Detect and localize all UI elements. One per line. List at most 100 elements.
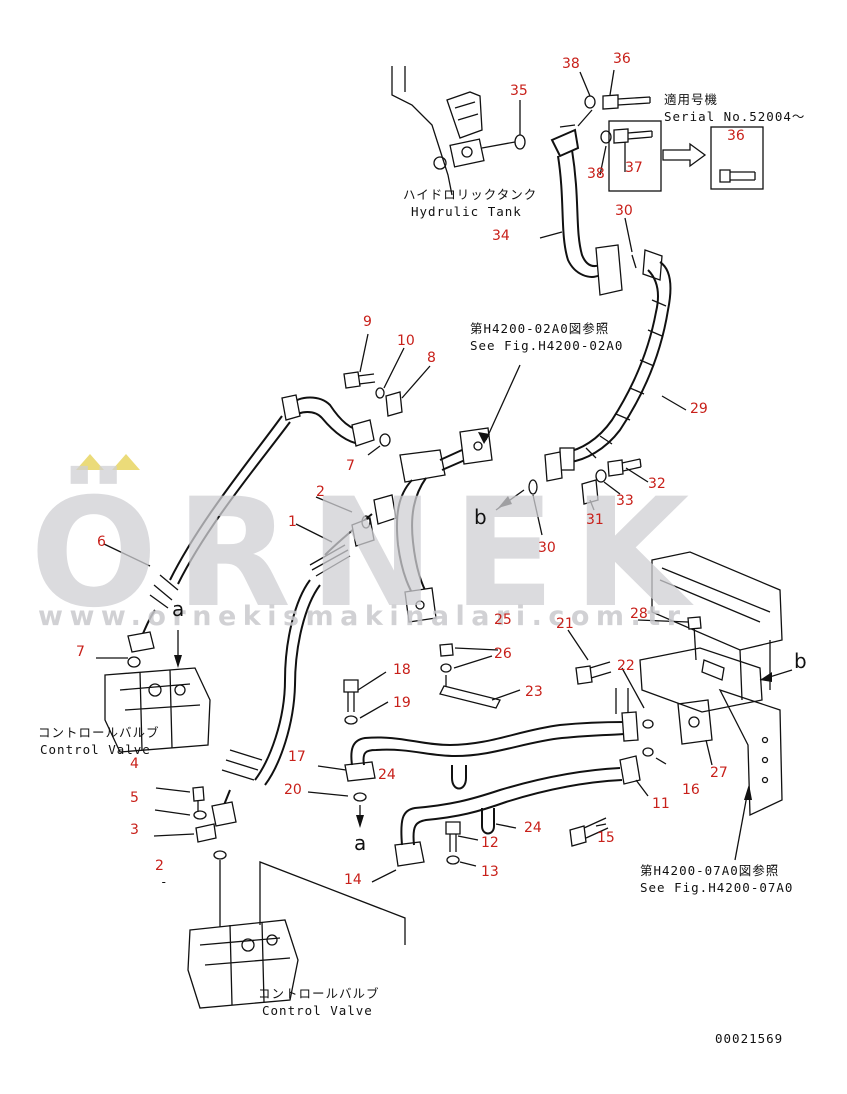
clamp-8	[385, 391, 403, 417]
tank-label-ja: ハイドロリックタンク	[403, 187, 537, 202]
callout-27: 27	[710, 765, 728, 781]
bolt-28	[687, 616, 702, 630]
callout-26: 26	[494, 646, 512, 662]
bolt-12	[445, 821, 461, 835]
callout-18: 18	[393, 662, 411, 678]
junction-block	[399, 449, 446, 483]
u-bolt-24a	[451, 765, 467, 790]
bolt-4	[192, 786, 205, 802]
hose-29-top-flange	[642, 249, 663, 281]
callout-35: 35	[510, 83, 528, 99]
detail-box-37	[608, 120, 662, 192]
o-ring-30b	[528, 479, 538, 495]
callout-12: 12	[481, 835, 499, 851]
labels: 適用号機 Serial No.52004〜 ハイドロリックタンク Hydruli…	[38, 92, 807, 1046]
serial-label-ja: 適用号機	[664, 92, 718, 107]
callout-9: 9	[363, 314, 372, 330]
o-ring-22	[642, 719, 654, 729]
callout-19: 19	[393, 695, 411, 711]
callout-29: 29	[690, 401, 708, 417]
washer-38a	[584, 95, 596, 109]
callout-33: 33	[616, 493, 634, 509]
ref1-label-ja: 第H4200-02A0図参照	[470, 321, 609, 336]
washer-13	[446, 855, 460, 865]
bolt-15	[569, 825, 587, 847]
callout-3: 3	[130, 822, 139, 838]
cv2-label-ja: コントロールバルブ	[258, 986, 380, 1001]
clamp-3	[195, 823, 217, 843]
o-ring-2b	[213, 850, 227, 860]
flange-17	[344, 761, 376, 782]
callout-36: 36	[613, 51, 631, 67]
pipe-34	[557, 155, 601, 278]
marker-a-top: a	[172, 597, 184, 621]
callout-5: 5	[130, 790, 139, 806]
o-ring-35	[514, 134, 526, 150]
callout-28: 28	[630, 606, 648, 622]
tank-wall-outline	[391, 66, 453, 196]
bolt-21	[575, 665, 593, 685]
frame-plate	[639, 647, 763, 713]
callout-4: 4	[130, 756, 139, 772]
bolt-18	[343, 679, 359, 693]
pipe-34-top-flange	[550, 128, 580, 158]
callout-31: 31	[586, 512, 604, 528]
drawing-number: 00021569	[715, 1031, 783, 1046]
cv2-label-en: Control Valve	[262, 1003, 373, 1018]
o-ring-7	[379, 433, 391, 447]
cv1-label-ja: コントロールバルブ	[38, 725, 160, 740]
callout-7: 7	[346, 458, 355, 474]
callout-11: 11	[652, 796, 670, 812]
callout-38: 38	[562, 56, 580, 72]
o-ring-2a	[361, 515, 371, 529]
frame-side	[718, 688, 783, 817]
washer-5	[193, 810, 207, 820]
callout-30: 30	[538, 540, 556, 556]
washer-10	[375, 387, 385, 399]
frame-top	[651, 551, 783, 651]
callout-16: 16	[682, 782, 700, 798]
junction-block-right	[459, 427, 493, 465]
callout-numbers: 38 36 35 38 37 36 30 34 9 10 8 7 29 2 1 …	[76, 51, 745, 888]
serial-label-en: Serial No.52004〜	[664, 109, 805, 124]
callout-22: 22	[617, 658, 635, 674]
watermark-brand: ÖRNEK	[30, 465, 707, 641]
tank-bracket	[446, 91, 483, 139]
callout-23: 23	[525, 684, 543, 700]
cv1-label-en: Control Valve	[40, 742, 151, 757]
marker-b-right: b	[794, 649, 807, 673]
callout-2: 2	[155, 858, 164, 874]
callout-6: 6	[97, 534, 106, 550]
watermark-url: www.ornekismakinalari.com.tr	[38, 601, 687, 632]
control-valve-lower	[187, 919, 299, 1009]
callout-8: 8	[427, 350, 436, 366]
hose-1	[254, 579, 311, 781]
watermark: ÖRNEK www.ornekismakinalari.com.tr	[30, 454, 707, 641]
callout-21: 21	[556, 616, 574, 632]
tank-label-en: Hydrulic Tank	[411, 204, 522, 219]
pipe-down-block	[404, 587, 437, 623]
callout-36: 36	[727, 128, 745, 144]
callout-7: 7	[76, 644, 85, 660]
callout-1: 1	[288, 514, 297, 530]
o-ring-20	[353, 792, 367, 802]
callout-10: 10	[397, 333, 415, 349]
callout-34: 34	[492, 228, 510, 244]
washer-33	[595, 469, 607, 483]
gasket-30a	[631, 254, 637, 269]
svg-text:-: -	[160, 874, 169, 889]
pipe-34-bottom-flange	[595, 244, 623, 296]
flange-14	[394, 841, 425, 867]
nut-25	[439, 643, 454, 657]
detail-box-36	[710, 126, 764, 190]
callout-20: 20	[284, 782, 302, 798]
hose-6-fitting	[127, 631, 155, 653]
callout-38: 38	[587, 166, 605, 182]
ref1-label-en: See Fig.H4200-02A0	[470, 338, 623, 353]
bolt-9-head	[343, 371, 361, 389]
detail-arrow	[662, 142, 707, 168]
washer-26	[440, 663, 452, 673]
callout-2: 2	[316, 484, 325, 500]
